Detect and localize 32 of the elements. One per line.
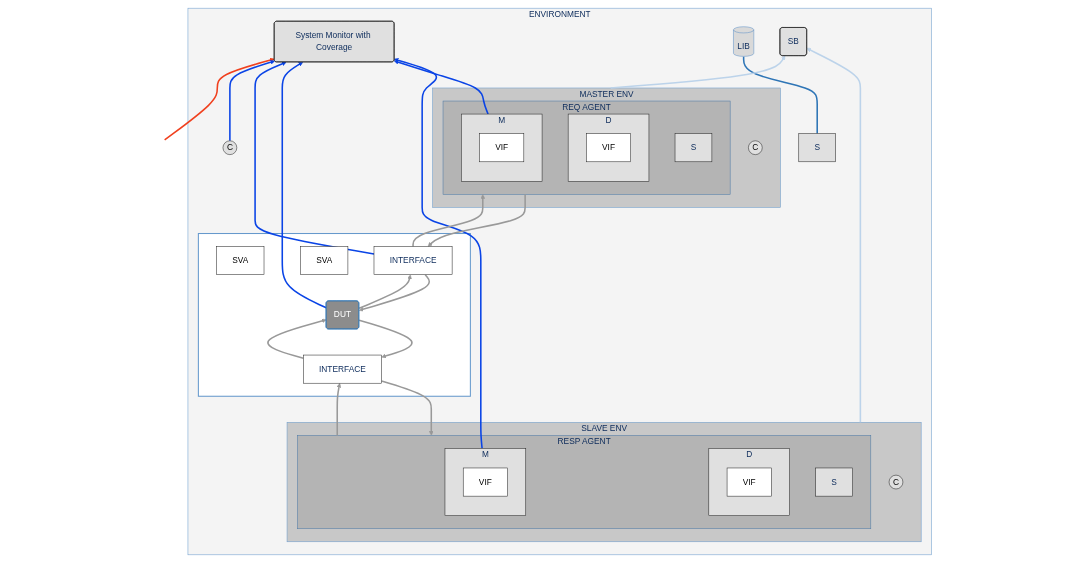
node-box: SVA [300,246,349,275]
arrow [267,318,327,359]
arrow [380,380,434,436]
node-box: SVA [216,246,265,275]
arrow [358,273,431,312]
arrow [336,383,342,437]
node-box: VIF [462,467,508,497]
arrow [254,61,375,255]
node-circle: C [222,140,238,155]
arrow [427,193,526,247]
arrow [393,59,489,115]
arrow [358,319,413,359]
cluster [197,233,471,397]
arrow [163,57,275,141]
arrow [609,55,786,89]
node-box: S [674,133,713,163]
node-circle: C [748,140,763,155]
node-box: INTERFACE [373,246,453,275]
arrow [358,274,412,310]
arrow [393,58,483,450]
arrow [412,194,486,248]
node-box: VIF [726,467,772,497]
node-box: INTERFACE [303,354,382,384]
arrow [281,61,328,309]
arrow [229,59,275,142]
arrow [806,48,862,424]
node-box: S [815,467,853,497]
connector [742,55,818,135]
node-box: S [798,133,836,163]
node-box: VIF [479,133,525,163]
node-box: VIF [586,133,631,163]
node-circle: C [888,474,904,490]
